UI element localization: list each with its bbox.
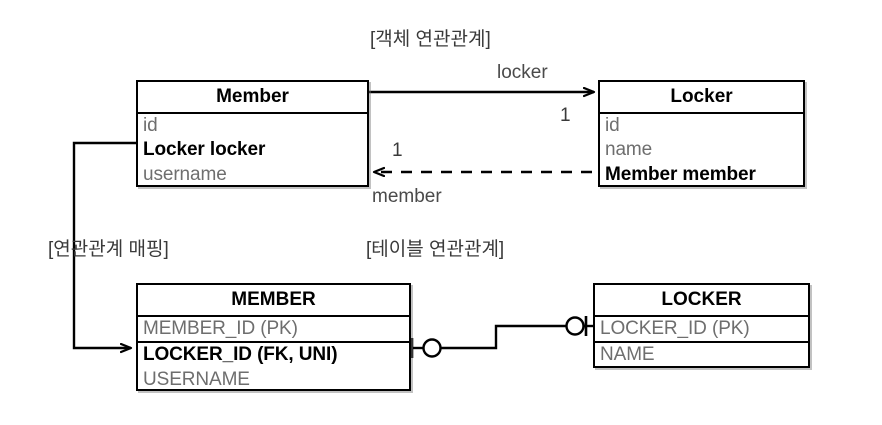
table-member-columns: MEMBER_ID (PK) LOCKER_ID (FK, UNI) USERN… <box>138 317 409 392</box>
entity-member[interactable]: Member id Locker locker username <box>136 80 369 187</box>
edge-member-table-to-locker-table <box>410 316 593 358</box>
entity-field: Locker locker <box>143 139 266 161</box>
table-column: USERNAME <box>143 368 250 390</box>
table-locker[interactable]: LOCKER LOCKER_ID (PK) NAME <box>593 283 810 368</box>
entity-field: Member member <box>605 163 756 185</box>
entity-field: name <box>605 139 653 161</box>
caption-association-mapping: [연관관계 매핑] <box>48 239 169 260</box>
entity-member-title: Member <box>138 82 367 114</box>
table-locker-title: LOCKER <box>595 285 808 317</box>
entity-field: id <box>143 115 158 136</box>
edge-label-locker: locker <box>497 62 548 83</box>
edge-label-member: member <box>372 186 442 207</box>
table-member-title: MEMBER <box>138 285 409 317</box>
table-locker-columns: LOCKER_ID (PK) NAME <box>595 317 808 368</box>
entity-field: username <box>143 163 227 185</box>
entity-locker-title: Locker <box>600 82 803 114</box>
cardinality-member-side: 1 <box>392 140 403 161</box>
table-member[interactable]: MEMBER MEMBER_ID (PK) LOCKER_ID (FK, UNI… <box>136 283 411 391</box>
cardinality-locker-side: 1 <box>560 105 571 126</box>
caption-object-association: [객체 연관관계] <box>370 29 491 50</box>
caption-table-association: [테이블 연관관계] <box>366 239 505 260</box>
entity-member-fields: id Locker locker username <box>138 114 367 187</box>
table-column: MEMBER_ID (PK) <box>138 317 409 344</box>
table-column: LOCKER_ID (PK) <box>595 317 808 344</box>
table-column: LOCKER_ID (FK, UNI) <box>143 344 338 366</box>
edge-object-to-table-mapping <box>72 141 136 348</box>
table-column: NAME <box>600 344 655 366</box>
entity-field: id <box>605 115 620 136</box>
entity-locker-fields: id name Member member <box>600 114 803 187</box>
entity-locker[interactable]: Locker id name Member member <box>598 80 805 187</box>
